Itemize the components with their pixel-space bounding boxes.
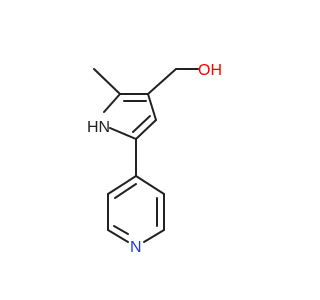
bond-c4-c5-double <box>132 115 151 133</box>
molecule-diagram: OH HN N <box>87 62 222 256</box>
bond-py-n-c6 <box>107 229 129 243</box>
bond-c3-c4 <box>147 93 157 121</box>
pyrrole-nitrogen-label: HN <box>87 119 110 136</box>
bond-c4-c5 <box>135 119 157 140</box>
bond-py-c5-c4-double <box>114 183 137 199</box>
hydroxyl-label: OH <box>198 62 222 79</box>
bond-py-c2-n <box>143 229 165 243</box>
bond-lines <box>93 68 199 243</box>
bond-methyl-c2 <box>93 68 121 95</box>
bond-py-c5-c4 <box>107 175 137 195</box>
bond-n1-c2 <box>103 93 121 113</box>
bond-py-n-c6-double <box>113 225 129 235</box>
bond-py-c4-c3 <box>135 175 165 195</box>
pyridine-nitrogen-label: N <box>130 239 142 256</box>
bond-c3-ch2 <box>147 68 177 95</box>
bond-c5-n1 <box>109 127 137 140</box>
